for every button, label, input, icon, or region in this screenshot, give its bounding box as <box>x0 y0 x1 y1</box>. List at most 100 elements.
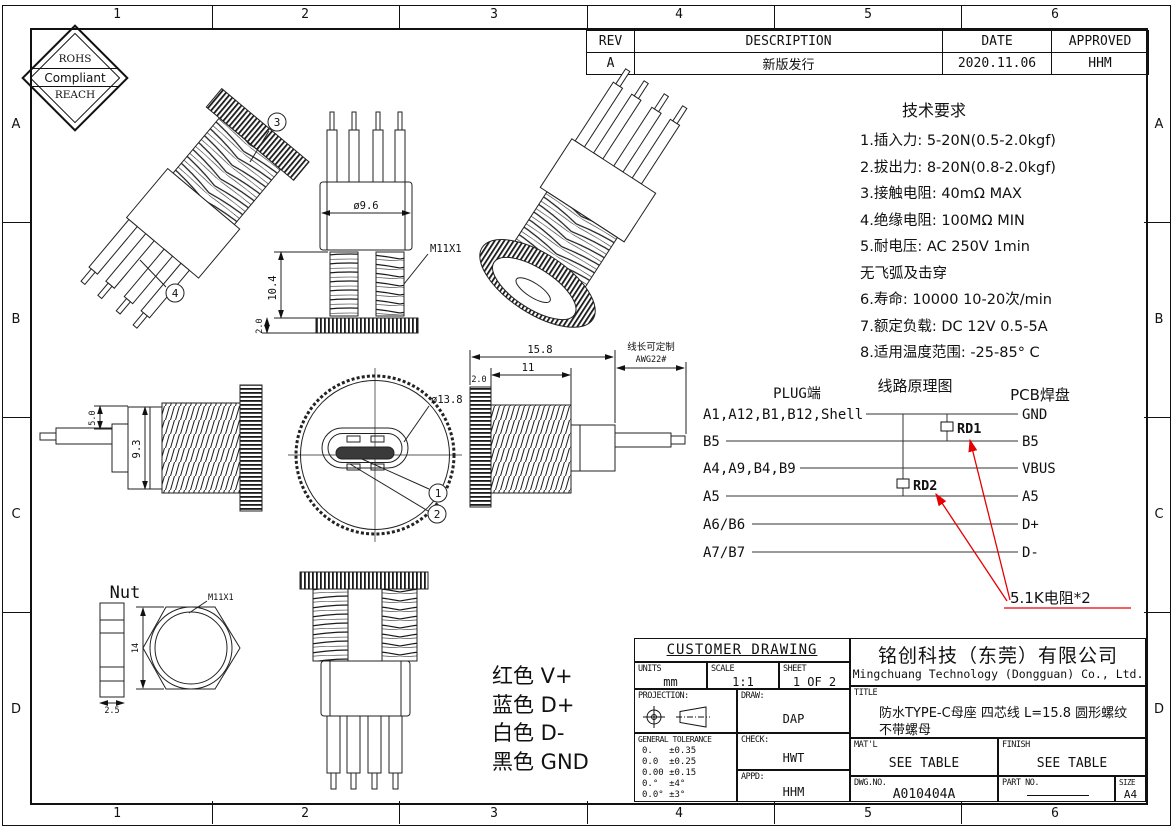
draw-value: DAP <box>782 712 805 726</box>
grid-row: C <box>11 507 21 522</box>
grid-col: 1 <box>113 806 121 821</box>
tech-requirements: 技术要求 1.插入力: 5-20N(0.5-2.0kgf) 2.拔出力: 8-2… <box>860 97 1160 367</box>
dim-dia-13-8: ø13.8 <box>431 394 463 406</box>
grid-divider <box>961 5 962 28</box>
view-iso-right <box>479 68 688 328</box>
rohs-text: Compliant <box>44 71 106 85</box>
grid-divider <box>587 5 588 28</box>
schematic-pcb-header: PCB焊盘 <box>1010 386 1070 404</box>
rohs-line <box>32 86 118 88</box>
wire-color-item: 黑色 GND <box>492 749 589 774</box>
grid-col: 2 <box>301 7 309 22</box>
customer-drawing-cell: CUSTOMER DRAWING <box>634 638 850 662</box>
dim-10-4: 10.4 <box>267 275 279 300</box>
grid-divider <box>587 801 588 824</box>
size-value: A4 <box>1123 788 1138 801</box>
appd-value: HHM <box>782 785 805 799</box>
grid-col: 5 <box>864 806 872 821</box>
rohs-text: ROHS <box>58 53 92 65</box>
customer-drawing-label: CUSTOMER DRAWING <box>666 642 818 658</box>
pcb-pad-label: D- <box>1022 545 1039 561</box>
grid-divider <box>774 5 775 28</box>
tolerance-line: 0.00 ±0.15 <box>642 768 697 778</box>
grid-row: A <box>1154 117 1164 132</box>
tolerance-cell: GENERAL TOLERANCE 0. ±0.35 0.0 ±0.25 0.0… <box>634 733 737 802</box>
grid-divider <box>212 801 213 824</box>
dwg-no-cell: DWG.NO. A010404A <box>850 776 998 802</box>
grid-divider <box>399 801 400 824</box>
size-cell: SIZE A4 <box>1115 776 1146 802</box>
tech-item: 5.耐电压: AC 250V 1min <box>860 239 1030 255</box>
finish-value: SEE TABLE <box>1036 756 1108 771</box>
scale-label: SCALE <box>711 664 735 674</box>
title-block: CUSTOMER DRAWING UNITS mm SCALE 1:1 SHEE… <box>634 638 1146 802</box>
grid-col: 3 <box>490 7 498 22</box>
tech-item: 4.绝缘电阻: 100MΩ MIN <box>860 212 1025 229</box>
drawing-title-line1: 防水TYPE-C母座 四芯线 L=15.8 圆形螺纹 <box>879 706 1128 721</box>
company-name-en: Mingchuang Technology (Dongguan) Co., Lt… <box>852 667 1144 681</box>
grid-row: B <box>11 312 21 327</box>
dim-2-5: 2.5 <box>104 706 119 716</box>
resistor-rd1-label: RD1 <box>957 421 981 437</box>
tolerance-line: 0.° ±4° <box>642 779 686 789</box>
nut-label: Nut <box>110 583 141 603</box>
pcb-pad-label: GND <box>1022 407 1047 423</box>
appd-label: APPD: <box>741 772 765 782</box>
sheet-outer-border <box>2 5 1171 826</box>
plug-pin-label: A1,A12,B1,B12,Shell <box>703 407 863 423</box>
grid-divider <box>1144 222 1171 223</box>
part-no-cell: PART NO. <box>998 776 1115 802</box>
wire-color-legend: 红色 V+ 蓝色 D+ 白色 D- 黑色 GND <box>492 662 589 776</box>
draw-label: DRAW: <box>741 691 765 701</box>
company-name-cn: 铭创科技（东莞）有限公司 <box>877 645 1118 667</box>
plug-pin-label: A6/B6 <box>703 517 745 533</box>
tech-item: 2.拔出力: 8-20N(0.8-2.0kgf) <box>860 159 1056 176</box>
schematic-title: 线路原理图 <box>877 377 952 395</box>
grid-col: 3 <box>490 806 498 821</box>
pcb-pad-label: A5 <box>1022 489 1039 505</box>
grid-row: D <box>10 702 21 717</box>
grid-divider <box>399 5 400 28</box>
wire-color-item: 蓝色 D+ <box>492 692 575 717</box>
dim-15-8: 15.8 <box>527 344 552 356</box>
rohs-badge: ROHS Compliant REACH <box>20 23 130 132</box>
resistor-note: 5.1K电阻*2 <box>1010 589 1091 607</box>
finish-cell: FINISH SEE TABLE <box>998 738 1146 776</box>
matl-label: MAT'L <box>854 740 878 750</box>
dim-head-2-0: 2.0 <box>471 375 486 385</box>
draw-cell: DRAW: DAP <box>737 689 850 733</box>
pcb-pad-label: VBUS <box>1022 461 1056 477</box>
rev-header: APPROVED <box>1051 30 1149 53</box>
sheet-label: SHEET <box>783 664 807 674</box>
grid-col: 6 <box>1051 806 1059 821</box>
nut-thread-callout: M11X1 <box>208 593 234 603</box>
dim-14: 14 <box>131 643 141 653</box>
tech-item: 7.额定负载: DC 12V 0.5-5A <box>860 318 1048 335</box>
grid-divider <box>2 417 30 418</box>
tech-item: 8.适用温度范围: -25-85° C <box>860 345 1040 361</box>
part-no-label: PART NO. <box>1002 778 1039 788</box>
tech-item: 无飞弧及击穿 <box>860 265 947 282</box>
schematic-plug-header: PLUG端 <box>773 386 821 402</box>
view-side-right: 15.8 11 2.0 线长可定制 AWG22# <box>469 341 687 508</box>
title-cell: TITLE 防水TYPE-C母座 四芯线 L=15.8 圆形螺纹 不带螺母 <box>850 686 1146 738</box>
units-label: UNITS <box>638 664 662 674</box>
matl-cell: MAT'L SEE TABLE <box>850 738 998 776</box>
grid-row: D <box>1153 702 1164 717</box>
pcb-pad-label: D+ <box>1022 517 1039 533</box>
rohs-text: REACH <box>54 89 96 101</box>
dwg-no-value: A010404A <box>892 787 956 802</box>
check-label: CHECK: <box>741 735 769 745</box>
balloon-1: 1 <box>435 487 442 500</box>
tech-title: 技术要求 <box>902 101 967 120</box>
tech-item: 1.插入力: 5-20N(0.5-2.0kgf) <box>860 133 1056 149</box>
wire-color-item: 红色 V+ <box>492 664 573 688</box>
units-value: mm <box>663 675 678 689</box>
view-nut: Nut 2.5 M11X1 14 <box>99 583 241 716</box>
view-iso-left: 3 4 <box>80 87 310 329</box>
scale-cell: SCALE 1:1 <box>707 662 779 689</box>
tech-item: 3.接触电阻: 40mΩ MAX <box>860 186 1022 202</box>
schematic: 线路原理图 PLUG端 PCB焊盘 A1,A12,B1,B12,Shell GN… <box>703 377 1131 609</box>
grid-divider <box>1144 612 1171 613</box>
dwg-no-label: DWG.NO. <box>854 778 887 788</box>
